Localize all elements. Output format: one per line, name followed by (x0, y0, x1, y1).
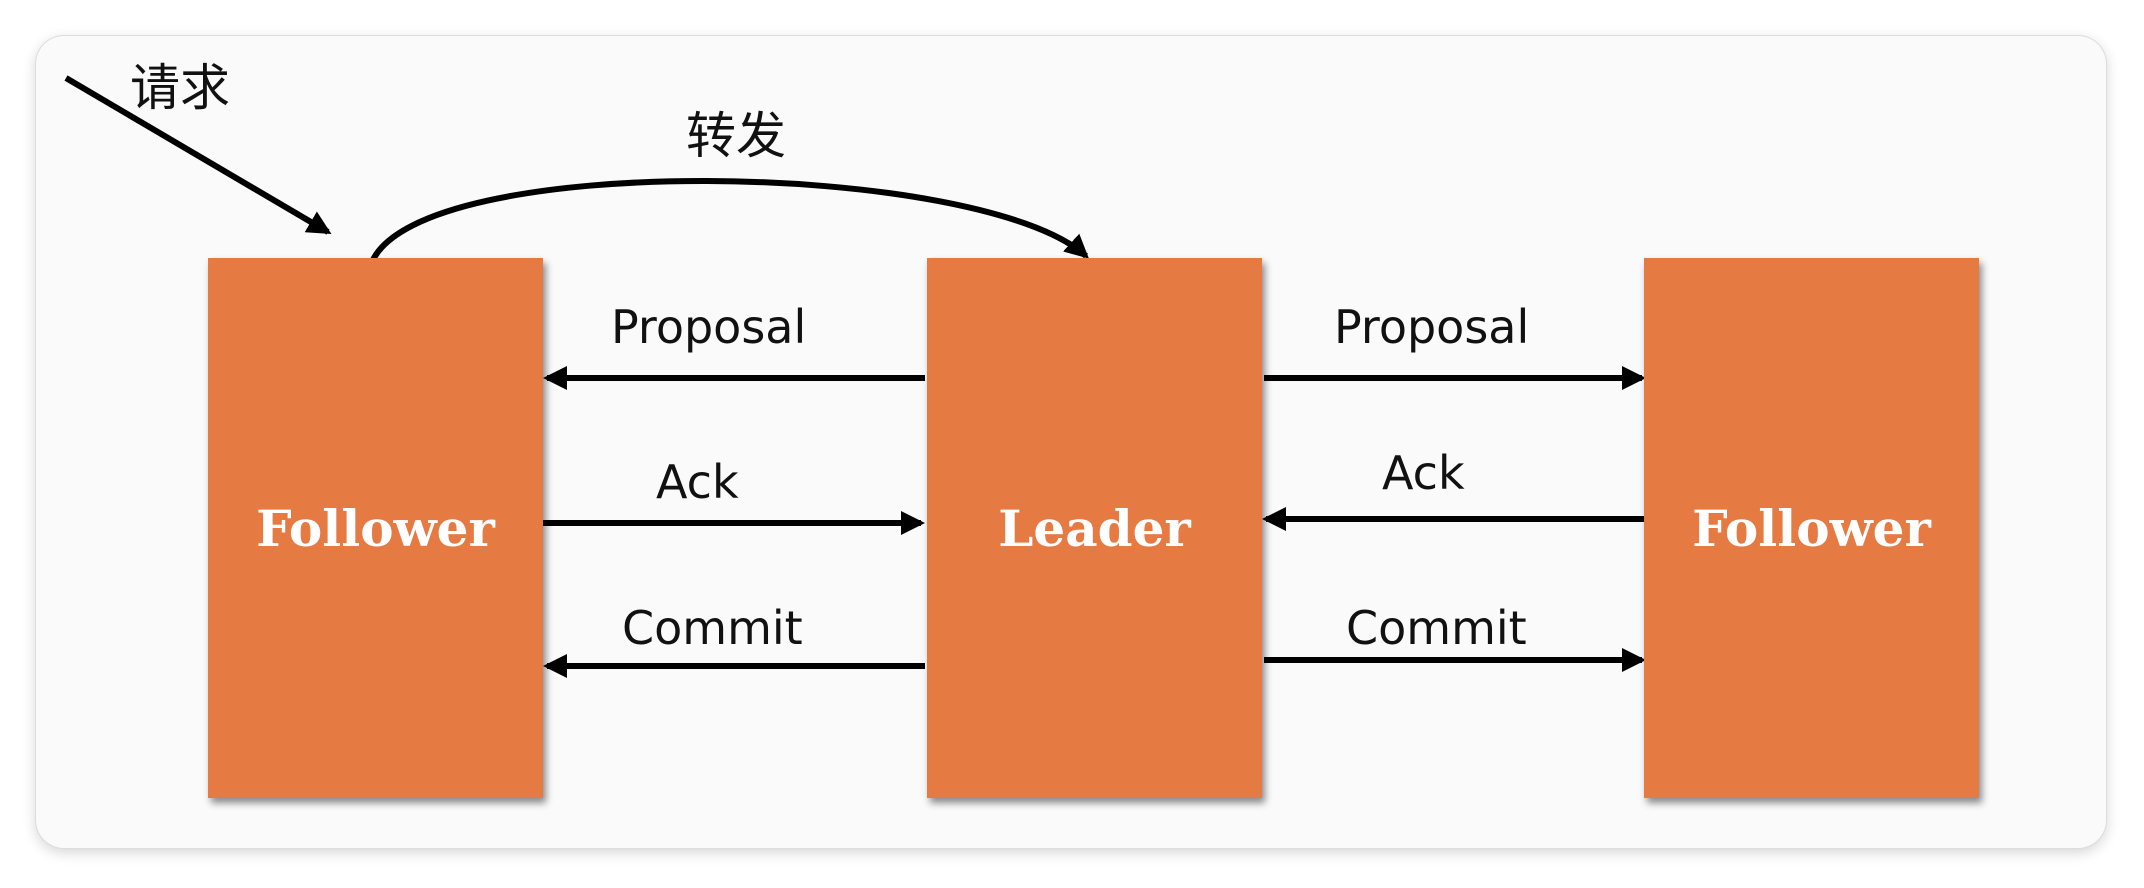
follower-right-label: Follower (1692, 498, 1931, 558)
forward-arrow (369, 178, 1089, 264)
right-proposal-label: Proposal (1334, 300, 1530, 354)
follower-node-left: Follower (208, 258, 543, 798)
leader-label: Leader (998, 498, 1191, 558)
left-proposal-label: Proposal (611, 300, 807, 354)
left-commit-label: Commit (622, 601, 803, 655)
left-ack-label: Ack (656, 455, 739, 509)
request-label: 请求 (130, 59, 230, 117)
request-arrow (64, 75, 332, 235)
right-ack-label: Ack (1382, 446, 1465, 500)
follower-left-label: Follower (256, 498, 495, 558)
forward-label: 转发 (686, 107, 786, 165)
leader-node: Leader (927, 258, 1262, 798)
right-commit-label: Commit (1346, 601, 1527, 655)
follower-node-right: Follower (1644, 258, 1979, 798)
